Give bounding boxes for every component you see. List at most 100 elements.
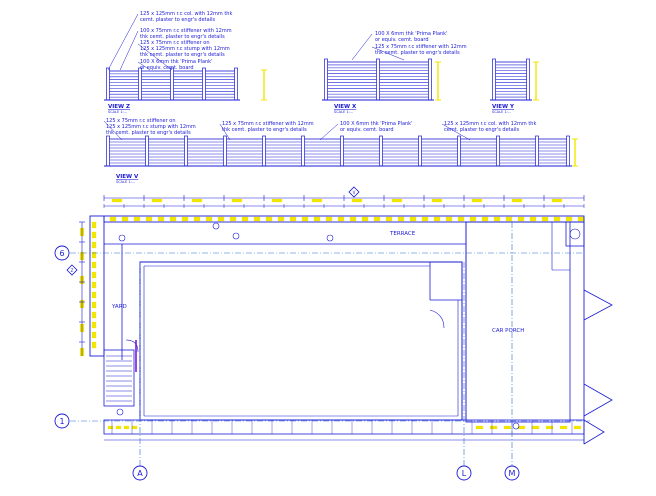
- view-v-marker: V: [353, 190, 356, 195]
- floor-trap-icon: [512, 422, 520, 430]
- dim-mark-top: [481, 216, 489, 222]
- dim-mark-top: [529, 216, 537, 222]
- terrace-label: TERRACE: [389, 231, 416, 237]
- floor-trap-icon: [232, 232, 240, 240]
- note-z-6: 125 x 125mm r.c stump with 12mm: [140, 46, 230, 52]
- dim-mark-left: [91, 271, 97, 279]
- floor-trap-icon: [116, 408, 124, 416]
- door-swing: [125, 339, 139, 353]
- fence-view-v-post: [418, 135, 422, 167]
- boundary-wall-left: [89, 215, 105, 357]
- grid-bubble-a: [132, 465, 148, 481]
- dim-text-top: [471, 198, 483, 203]
- dim-mark-top: [541, 216, 549, 222]
- dim-mark-bottom: [517, 425, 526, 430]
- dim-text-top: [231, 198, 243, 203]
- dim-mark-top: [145, 216, 153, 222]
- note-leader: [103, 120, 123, 141]
- plan-labels: TERRACE YARD CAR PORCH: [111, 231, 524, 334]
- fence-view-v-post: [566, 135, 570, 167]
- note-z-3: 100 x 75mm r.c stiffener with 12mm: [140, 28, 232, 34]
- grid-bubbles: [54, 245, 520, 481]
- note-z-8: 100 X 6mm thk 'Prima Plank': [140, 59, 212, 65]
- view-z-marker: Z: [71, 268, 74, 273]
- dim-text-top: [191, 198, 203, 203]
- dim-text-top: [391, 198, 403, 203]
- dim-mark-left: [91, 341, 97, 349]
- dim-mark-bottom: [503, 425, 512, 430]
- dim-mark-top: [505, 216, 513, 222]
- dim-mark-top: [349, 216, 357, 222]
- dim-mark-top: [517, 216, 525, 222]
- floor-trap-icon: [212, 222, 220, 230]
- grid-bubble-1: [54, 413, 70, 429]
- note-z-9: or equiv. cemt. board: [140, 65, 194, 71]
- dim-mark-top: [229, 216, 237, 222]
- dim-mark-top: [469, 216, 477, 222]
- fence-view-v-post: [496, 135, 500, 167]
- dim-mark-top: [157, 216, 165, 222]
- dim-mark-bottom: [573, 425, 582, 430]
- dim-mark-bottom: [123, 425, 130, 430]
- note-z-1: 125 x 125mm r.c col. with 12mm thk: [140, 11, 232, 17]
- view-v-marker-icon: [348, 186, 360, 198]
- grid-label-l: L: [462, 469, 467, 478]
- dim-mark-top: [265, 216, 273, 222]
- view-z-title: VIEW Z: [108, 104, 130, 110]
- door-swing: [429, 309, 445, 329]
- dimension-layer: [79, 61, 585, 430]
- dim-mark-bottom: [475, 425, 484, 430]
- dim-mark-left: [91, 251, 97, 259]
- view-markers: V Z: [66, 186, 360, 276]
- stair-outline: [103, 349, 135, 407]
- view-x-scale: SCALE 1:...: [334, 110, 353, 114]
- dim-mark-top: [553, 216, 561, 222]
- note-leader: [119, 30, 139, 71]
- note-leader: [371, 46, 405, 61]
- grid-bubble-6: [54, 245, 70, 261]
- front-wall: [103, 419, 585, 435]
- view-y-scale: SCALE 1:...: [492, 110, 511, 114]
- dim-mark-top: [445, 216, 453, 222]
- note-v-5: thk cemt. plaster to engr's details: [222, 127, 307, 133]
- floor-trap-icon: [118, 234, 126, 242]
- dim-mark-top: [169, 216, 177, 222]
- dim-mark-top: [337, 216, 345, 222]
- dim-text-top: [151, 198, 163, 203]
- dim-mark-top: [121, 216, 129, 222]
- fence-view-x-post: [428, 58, 432, 101]
- dim-mark-top: [421, 216, 429, 222]
- fence-view-v-post: [262, 135, 266, 167]
- note-z-7: thk cemt. plaster to engr's details: [140, 52, 225, 58]
- dim-mark-bottom: [115, 425, 122, 430]
- view-v-scale: SCALE 1:...: [116, 180, 135, 184]
- fence-view-v-post: [145, 135, 149, 167]
- floor-trap-icon: [326, 234, 334, 242]
- car-porch-outline: [465, 221, 571, 423]
- meter-icon: [569, 228, 581, 240]
- note-v-2: 125 x 125mm r.c stump with 12mm: [106, 124, 196, 130]
- yard-label: YARD: [111, 304, 127, 310]
- fence-view-v-post: [223, 135, 227, 167]
- meter-box: [565, 221, 585, 247]
- dim-mark-left: [91, 301, 97, 309]
- note-v-7: or equiv. cemt. board: [340, 127, 394, 133]
- dim-mark-top: [217, 216, 225, 222]
- dim-mark-top: [133, 216, 141, 222]
- dim-mark-top: [109, 216, 117, 222]
- grid-bubble-l: [456, 465, 472, 481]
- gate-leaf: [583, 289, 613, 321]
- fence-view-x-post: [324, 58, 328, 101]
- note-v-1: 125 x 75mm r.c stiffener on: [106, 118, 176, 124]
- dim-mark-top: [385, 216, 393, 222]
- dim-mark-top: [253, 216, 261, 222]
- dim-mark-left: [91, 291, 97, 299]
- dim-mark-top: [193, 216, 201, 222]
- dim-mark-top: [493, 216, 501, 222]
- fence-view-x-post: [376, 58, 380, 101]
- note-v-6: 100 X 6mm thk 'Prima Plank': [340, 121, 412, 127]
- dim-mark-left: [91, 231, 97, 239]
- view-x-title: VIEW X: [334, 104, 357, 110]
- fence-view-v-post: [301, 135, 305, 167]
